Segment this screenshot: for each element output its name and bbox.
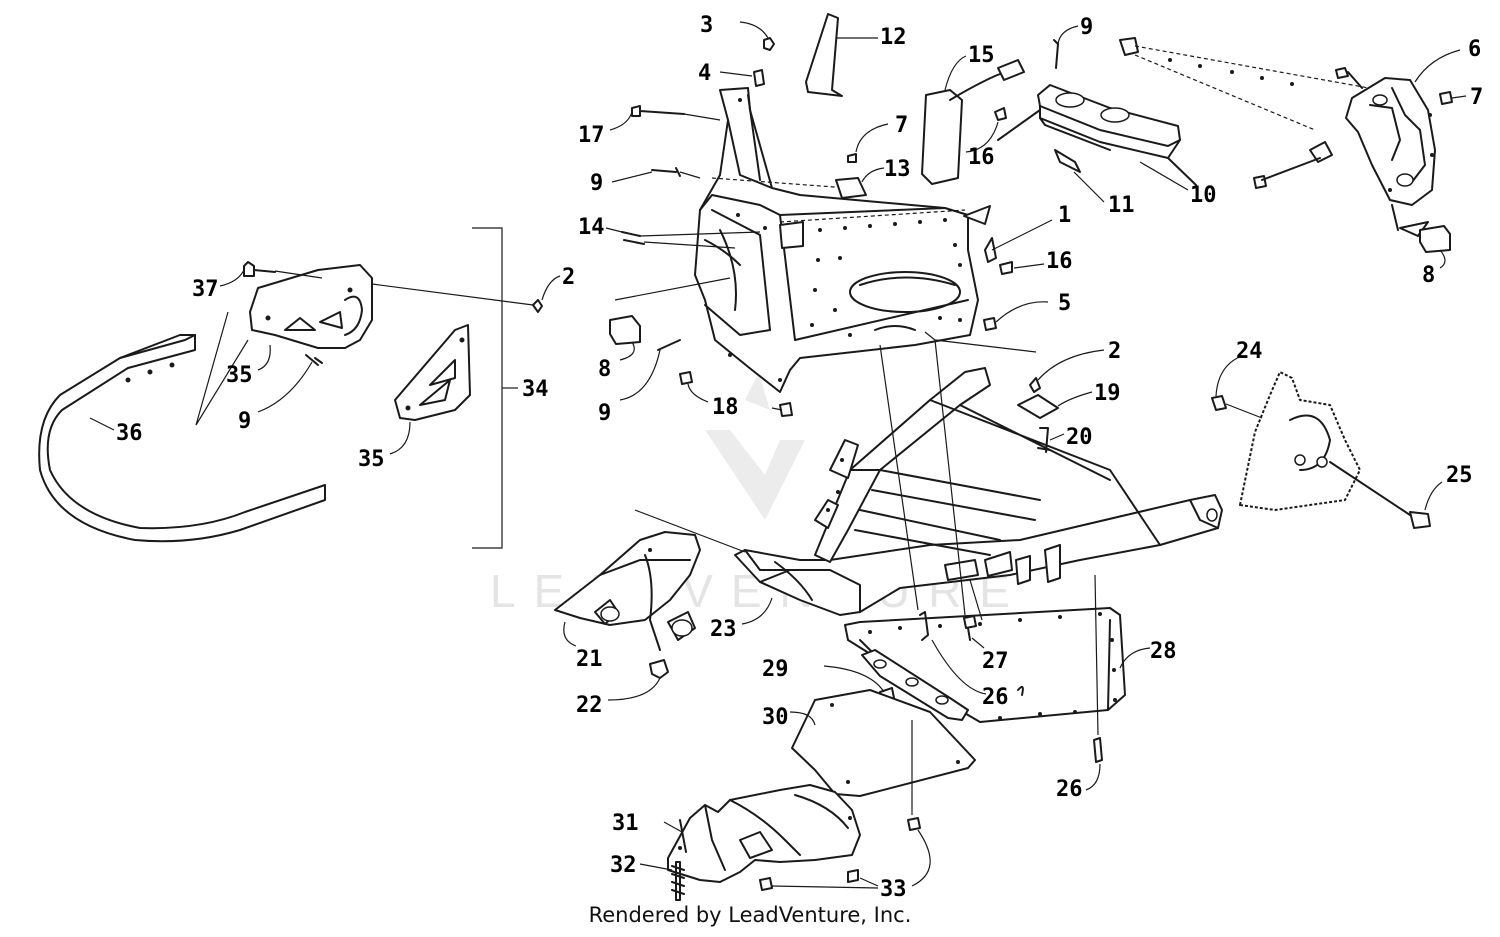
callout-34: 34 — [522, 377, 549, 402]
part-26-rivet-mid — [919, 611, 929, 641]
callout-4: 4 — [698, 61, 711, 86]
part-16-nut-mid — [999, 261, 1013, 275]
part-16-nut-upper — [994, 107, 1007, 121]
part-8-pad-right — [1419, 225, 1451, 253]
callout-16-nut-mid: 16 — [1046, 249, 1073, 274]
callout-21: 21 — [576, 647, 603, 672]
callout-25: 25 — [1446, 463, 1473, 488]
part-32-screw — [671, 861, 685, 901]
part-5-screw — [983, 317, 997, 331]
callout-18: 18 — [712, 395, 739, 420]
part-33-screws — [759, 817, 921, 891]
callout-26-rivet-mid: 26 — [982, 685, 1009, 710]
callout-10: 10 — [1190, 183, 1217, 208]
part-14-rivets — [621, 231, 761, 249]
callout-35-bracket-upper: 35 — [226, 363, 253, 388]
callout-28: 28 — [1150, 639, 1177, 664]
callout-16-nut-upper: 16 — [968, 145, 995, 170]
callout-3: 3 — [700, 13, 713, 38]
part-6-bracket — [963, 37, 1436, 237]
callout-9-rivet-left: 9 — [598, 401, 611, 426]
callout-20: 20 — [1066, 425, 1093, 450]
part-15-module — [921, 59, 1025, 185]
part-12-bracket — [805, 13, 878, 97]
part-31-shroud — [667, 784, 861, 883]
bumper-tube — [38, 334, 326, 543]
callout-9-rivet-bumper: 9 — [238, 409, 251, 434]
callout-36: 36 — [116, 421, 143, 446]
part-26-rivet-lower — [1093, 737, 1103, 763]
callout-37: 37 — [192, 277, 219, 302]
part-28-skid-plate — [844, 607, 1126, 723]
callout-12: 12 — [880, 25, 907, 50]
part-9-rivet-left — [657, 339, 681, 351]
part-2-clip — [1029, 377, 1041, 393]
callout-22: 22 — [576, 693, 603, 718]
part-21-spindle-housing — [554, 531, 701, 651]
callout-2-clip-right: 2 — [1108, 339, 1121, 364]
part-27-screw — [963, 615, 977, 641]
callout-8-pad-left: 8 — [598, 357, 611, 382]
part-1-tab — [984, 237, 997, 263]
callout-11: 11 — [1108, 193, 1135, 218]
alignment-lines — [634, 339, 1099, 815]
part-9-rivet-top — [1053, 39, 1059, 69]
part-4-nut — [753, 69, 765, 87]
callout-13: 13 — [884, 157, 911, 182]
part-30-plate — [791, 689, 976, 797]
assembly-bracket-34 — [472, 227, 503, 549]
render-credit: Rendered by LeadVenture, Inc. — [588, 903, 912, 927]
callout-35-bracket-lower: 35 — [358, 447, 385, 472]
part-7-screw — [847, 153, 857, 163]
callout-23: 23 — [710, 617, 737, 642]
part-3-screw — [763, 37, 775, 51]
callout-33: 33 — [880, 877, 907, 902]
part-17-bolt — [631, 105, 721, 121]
callout-9-rivet-top: 9 — [1080, 15, 1093, 40]
callout-15: 15 — [968, 43, 995, 68]
callout-labels: 1 2 2 3 4 5 6 7 7 8 8 9 9 — [89, 13, 1483, 902]
bumper-bracket-upper — [249, 264, 373, 349]
callout-1: 1 — [1058, 203, 1071, 228]
part-9-rivet-upper — [651, 167, 701, 179]
bumper-bracket-lower — [394, 324, 471, 421]
callout-27: 27 — [982, 649, 1009, 674]
part-22-grommet — [649, 659, 669, 679]
part-8-pad-left — [609, 315, 641, 345]
callout-7-screw-mid: 7 — [895, 113, 908, 138]
callout-7-screw-right: 7 — [1470, 85, 1483, 110]
callout-6: 6 — [1468, 37, 1481, 62]
part-19-plate — [1017, 394, 1059, 419]
callout-26-rivet-lower: 26 — [1056, 777, 1083, 802]
callout-19: 19 — [1094, 381, 1121, 406]
front-bulkhead — [694, 87, 979, 393]
part-13-clip — [835, 177, 867, 199]
part-7-screw-right — [1439, 91, 1453, 105]
callout-9-rivet-upper: 9 — [590, 171, 603, 196]
part-11-spacer — [1054, 149, 1081, 173]
part-18-screws — [679, 371, 793, 417]
part-20-screw — [1037, 427, 1051, 453]
part-25-bolt — [1329, 461, 1431, 529]
callout-30: 30 — [762, 705, 789, 730]
callout-31: 31 — [612, 811, 639, 836]
callout-2-clip-left: 2 — [562, 265, 575, 290]
callout-29: 29 — [762, 657, 789, 682]
callout-24: 24 — [1236, 339, 1263, 364]
callout-5: 5 — [1058, 291, 1071, 316]
callout-32: 32 — [610, 853, 637, 878]
main-frame — [734, 367, 1223, 616]
part-10-plate — [997, 84, 1197, 186]
front-bumper-assembly — [38, 227, 543, 549]
callout-14: 14 — [578, 215, 605, 240]
callout-8-pad-right: 8 — [1422, 263, 1435, 288]
part-24-side-plate — [1211, 371, 1361, 511]
callout-17: 17 — [578, 123, 605, 148]
